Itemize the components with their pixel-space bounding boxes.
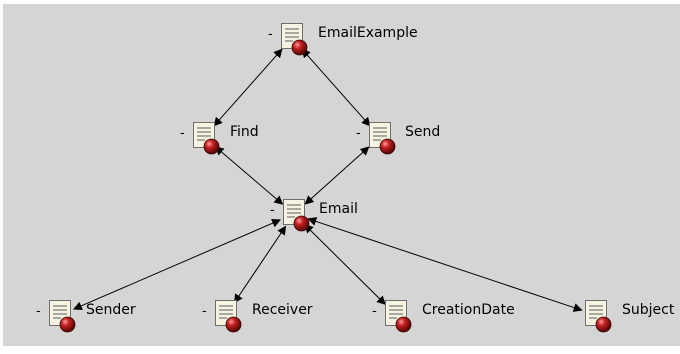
node-label: Sender [86, 302, 136, 318]
document-with-red-ball-icon [48, 299, 78, 333]
document-with-red-ball-icon [368, 121, 398, 155]
node-label: CreationDate [422, 302, 515, 318]
document-with-red-ball-icon [584, 299, 614, 333]
edge-email-receiver [233, 225, 287, 304]
edge-find-email [214, 146, 284, 205]
edge-emailexample-find [213, 48, 283, 127]
collapse-toggle[interactable]: - [372, 304, 377, 319]
edge-email-subject [307, 217, 583, 312]
document-with-red-ball-icon [192, 121, 222, 155]
node-label: Subject [622, 302, 675, 318]
collapse-toggle[interactable]: - [268, 27, 273, 42]
node-label: Find [230, 124, 259, 140]
collapse-toggle[interactable]: - [36, 304, 41, 319]
collapse-toggle[interactable]: - [270, 203, 275, 218]
document-with-red-ball-icon [214, 299, 244, 333]
node-label: EmailExample [318, 25, 418, 41]
document-with-red-ball-icon [280, 22, 310, 56]
edge-send-email [304, 146, 370, 205]
node-label: Send [405, 124, 441, 140]
node-label: Receiver [252, 302, 313, 318]
edge-email-creationdate [304, 223, 386, 306]
collapse-toggle[interactable]: - [202, 304, 207, 319]
edge-email-sender [72, 218, 282, 311]
collapse-toggle[interactable]: - [180, 126, 185, 141]
document-with-red-ball-icon [384, 299, 414, 333]
collapse-toggle[interactable]: - [356, 126, 361, 141]
document-with-red-ball-icon [282, 198, 312, 232]
node-label: Email [319, 201, 358, 217]
edge-emailexample-send [301, 48, 371, 127]
